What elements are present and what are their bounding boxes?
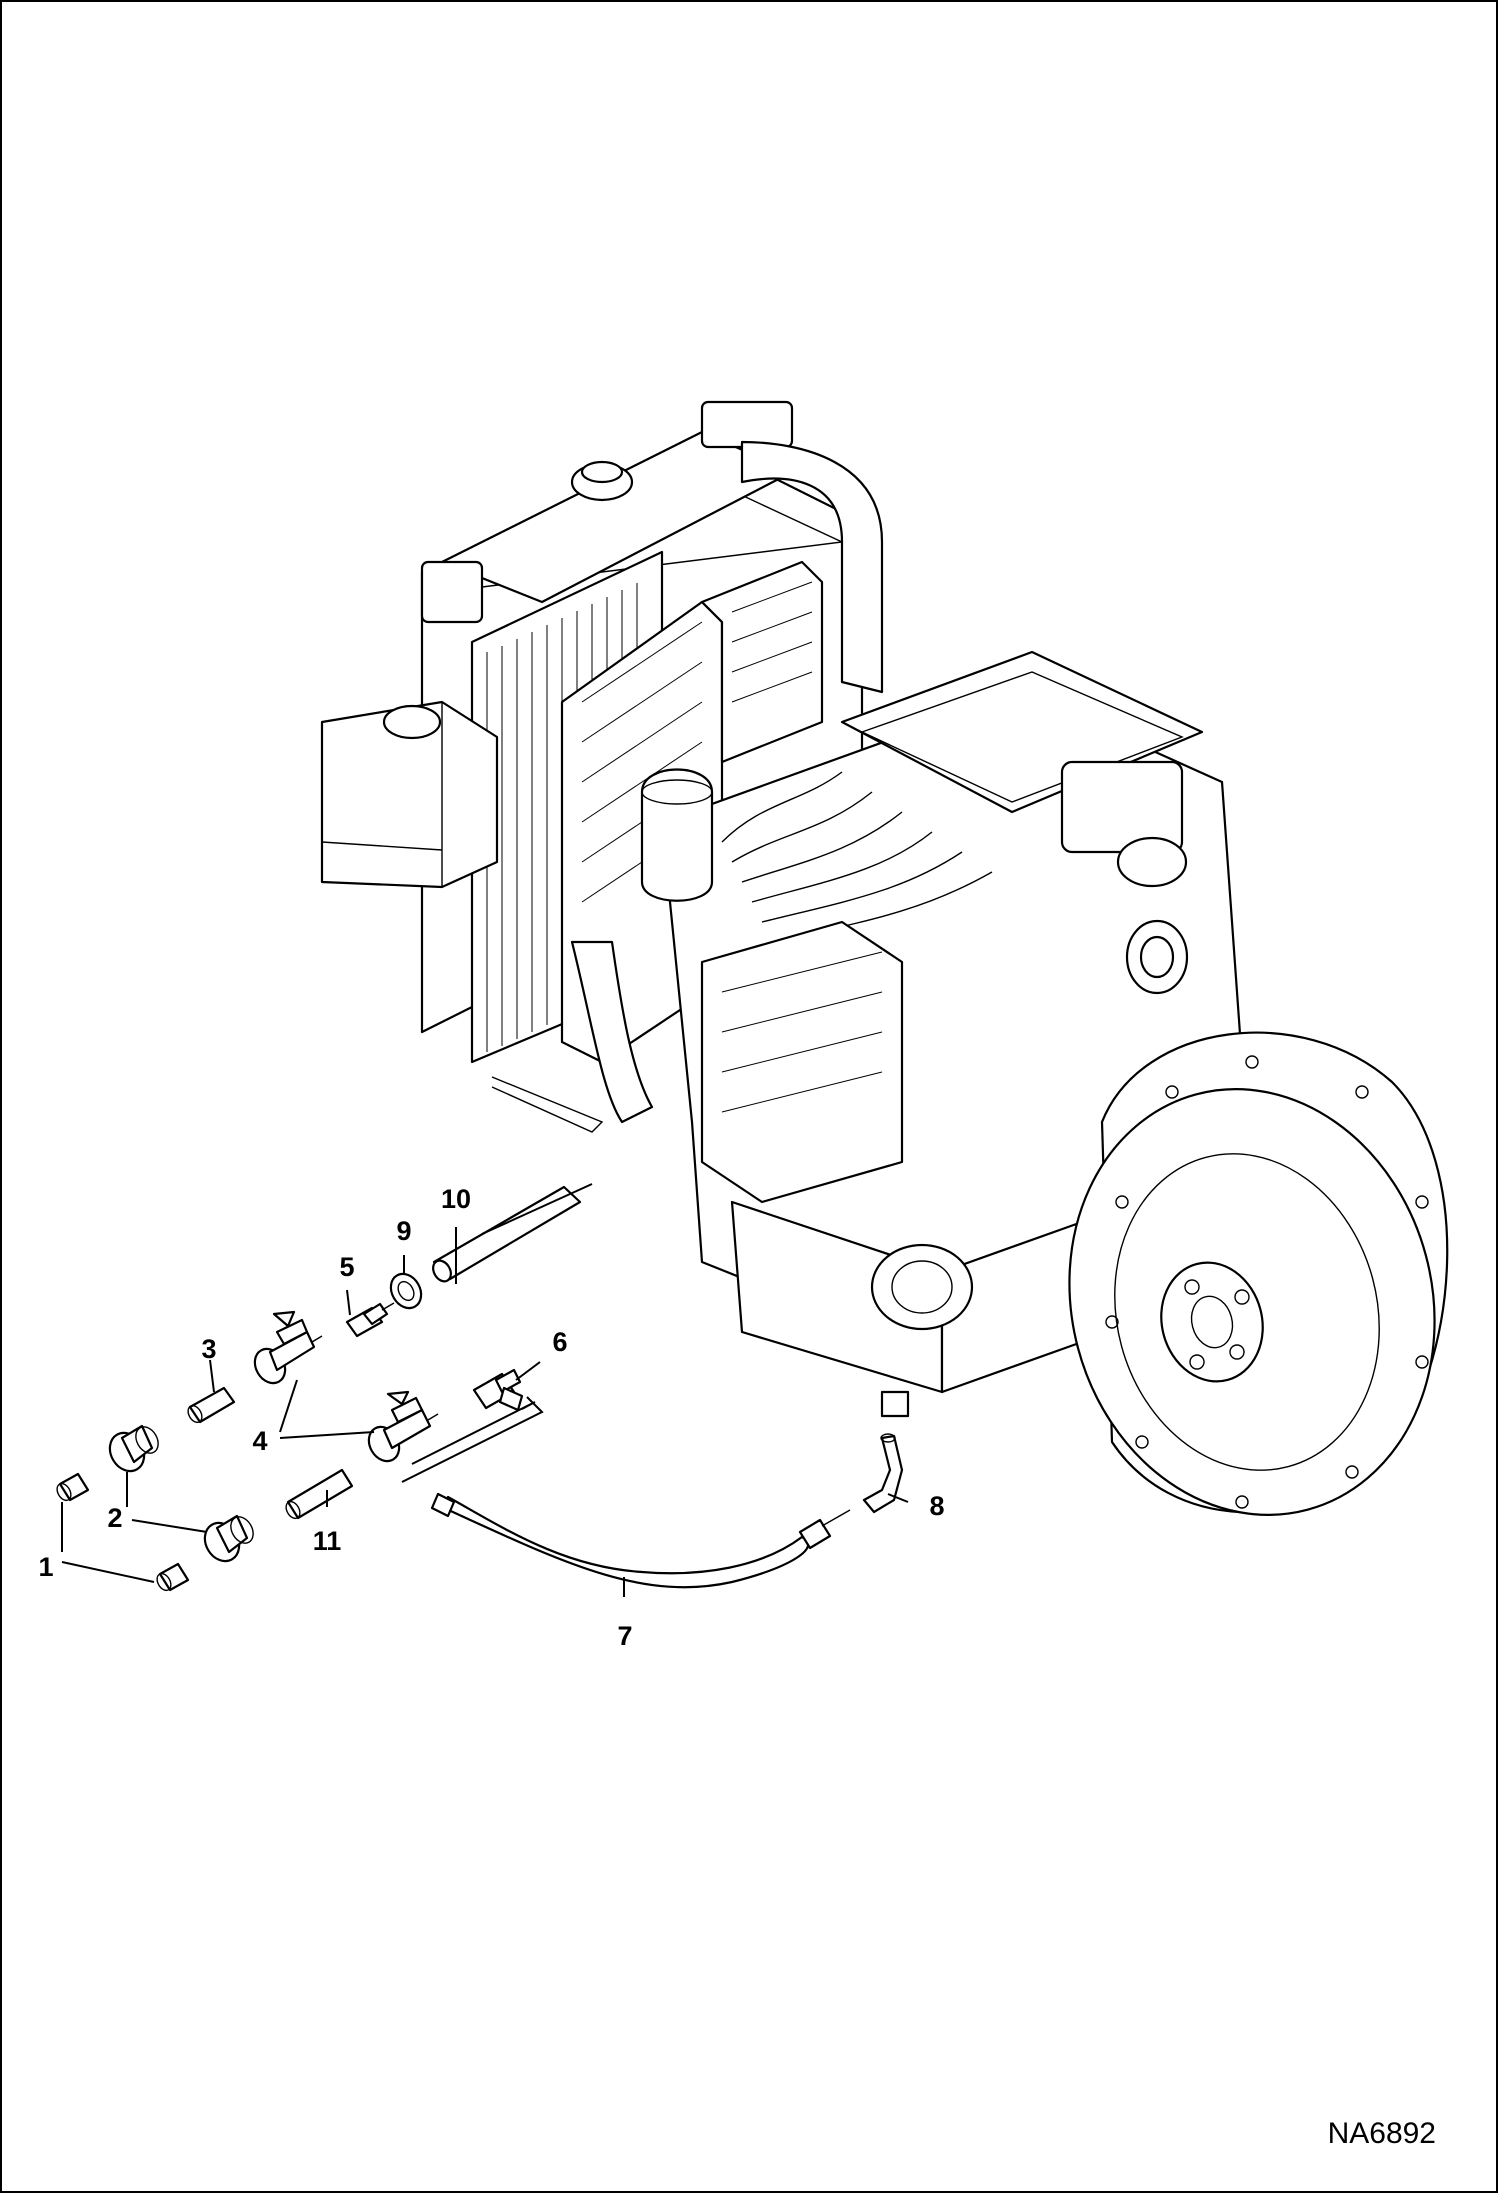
callout-9: 9 (396, 1216, 411, 1246)
part-2-bushing-upper (108, 1424, 159, 1473)
part-3-nipple (187, 1386, 236, 1424)
drain-parts (56, 1185, 904, 1592)
callout-6: 6 (552, 1327, 567, 1357)
callouts: 10 9 5 3 4 6 2 11 1 7 8 (38, 1184, 944, 1651)
part-9-clamp (389, 1272, 423, 1310)
callout-8: 8 (929, 1491, 944, 1521)
part-5-fitting (345, 1302, 395, 1338)
callout-7: 7 (617, 1621, 632, 1651)
part-1-plug-lower (156, 1562, 190, 1592)
part-11-nipple (285, 1468, 354, 1520)
part-2-bushing-lower (203, 1514, 254, 1563)
part-7-hose (430, 1492, 851, 1589)
part-1-plug-upper (56, 1472, 90, 1502)
part-6-tee (472, 1368, 524, 1412)
flywheel-housing (1068, 1031, 1449, 1516)
callout-4a: 4 (252, 1426, 267, 1456)
callout-2: 2 (107, 1503, 122, 1533)
callout-1: 1 (38, 1552, 53, 1582)
part-8-elbow (862, 1433, 904, 1514)
overflow-tank (320, 700, 499, 889)
callout-5: 5 (339, 1252, 354, 1282)
leader-lines (61, 1183, 909, 1597)
engine-assembly (320, 400, 1449, 1516)
part-4-valve-lower (367, 1390, 439, 1463)
callout-3: 3 (201, 1334, 216, 1364)
callout-11: 11 (313, 1526, 342, 1556)
part-4-valve-upper (253, 1310, 323, 1385)
drawing-reference-number: NA6892 (1327, 2117, 1436, 2150)
part-10-hose (432, 1185, 582, 1283)
callout-10: 10 (441, 1184, 471, 1214)
